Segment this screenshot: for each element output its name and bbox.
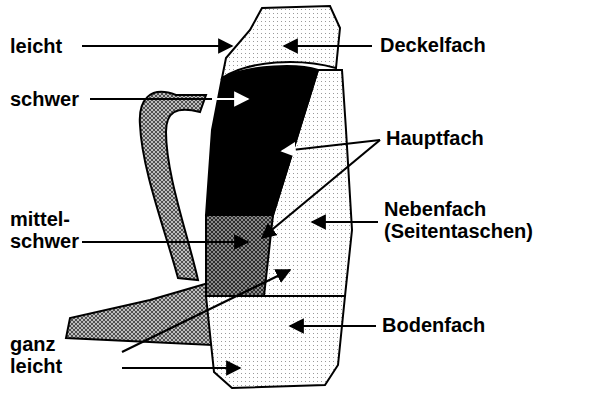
part-label: Hauptfach	[386, 127, 576, 149]
hip-belt	[66, 282, 212, 345]
divider-line	[206, 295, 345, 297]
label-text: ganz leicht	[10, 333, 70, 377]
part-label: Deckelfach	[380, 34, 570, 56]
leader-arrow	[122, 270, 290, 352]
leader-arrow	[90, 98, 212, 100]
label-text: Nebenfach (Seitentaschen)	[384, 198, 574, 242]
label-text: schwer	[10, 88, 90, 110]
shoulder-strap	[140, 92, 206, 280]
part-label: Bodenfach	[382, 314, 572, 336]
label-text: Hauptfach	[386, 127, 576, 149]
leader-arrow	[262, 140, 380, 238]
part-label: schwer	[10, 88, 90, 110]
leader-arrow	[312, 221, 378, 223]
leader-arrow	[282, 150, 292, 151]
label-text: Bodenfach	[382, 314, 572, 336]
leader-arrow	[122, 367, 240, 369]
part-label: leicht	[10, 35, 90, 57]
part-label: Nebenfach (Seitentaschen)	[384, 198, 574, 242]
main-compartment-heavy	[206, 66, 318, 215]
label-text: mittel- schwer	[10, 208, 80, 252]
label-text: leicht	[10, 35, 90, 57]
part-label: mittel- schwer	[10, 208, 80, 252]
leader-arrow	[82, 45, 232, 47]
label-text: Deckelfach	[380, 34, 570, 56]
leader-arrow	[212, 98, 248, 100]
leader-arrow	[290, 325, 376, 327]
leader-arrow	[284, 45, 372, 47]
lid-compartment	[222, 6, 340, 78]
bottom-compartment	[206, 296, 345, 388]
part-label: ganz leicht	[10, 333, 70, 377]
leader-arrow	[82, 241, 248, 243]
leader-arrow	[292, 140, 380, 150]
